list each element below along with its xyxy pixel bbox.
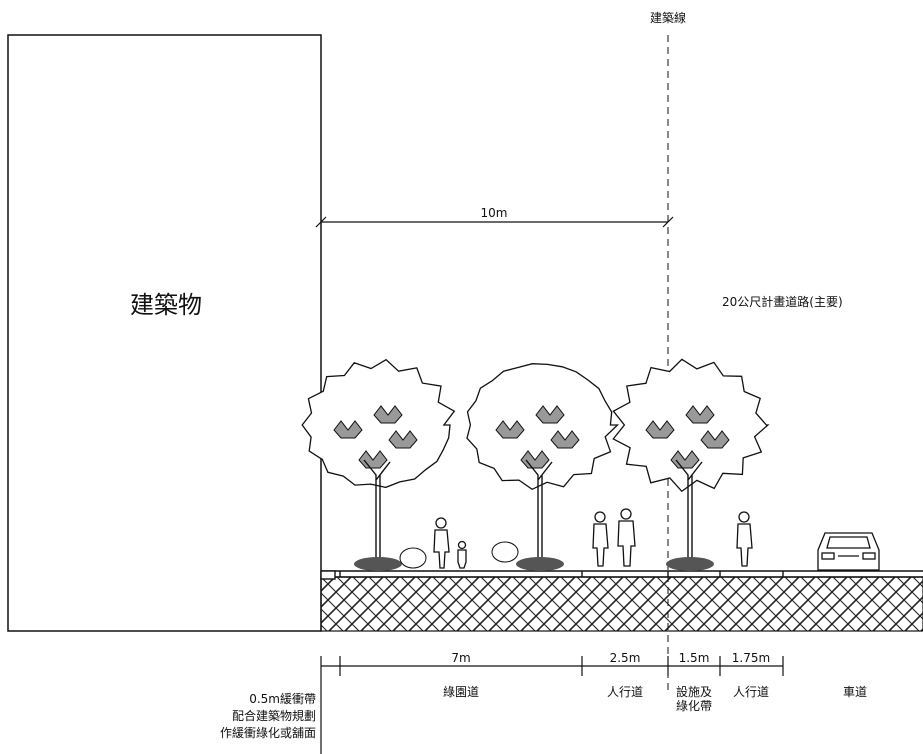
building-line-label: 建築線 <box>649 11 687 25</box>
segment-width-2: 2.5m <box>609 651 641 665</box>
segment-name-sidewalk-1: 人行道 <box>606 685 644 699</box>
tree-2 <box>466 363 620 571</box>
road-label: 20公尺計畫道路(主要) <box>722 295 843 309</box>
building <box>7 34 322 632</box>
segment-width-1: 7m <box>451 651 471 665</box>
segment-name-facility-green-strip: 設施及 綠化帶 <box>675 685 713 713</box>
buffer-note: 0.5m緩衝帶 配合建築物規劃 作緩衝綠化或舖面 <box>220 691 316 742</box>
segment-name-green-boulevard: 綠園道 <box>442 685 480 699</box>
buffer-note-line-1: 0.5m緩衝帶 <box>249 692 316 706</box>
person-walking-3 <box>736 511 753 567</box>
person-adult-with-child <box>433 517 467 569</box>
bush-2 <box>491 541 519 563</box>
figures <box>433 508 880 571</box>
car <box>817 532 880 571</box>
segment-width-4: 1.75m <box>731 651 771 665</box>
bush-1 <box>399 547 427 569</box>
building-label: 建築物 <box>130 291 202 319</box>
tree-3 <box>612 358 770 571</box>
segment-name-roadway: 車道 <box>842 685 868 699</box>
trees <box>301 358 770 571</box>
segment-dimension-line <box>320 656 784 754</box>
setback-dimension-line <box>315 216 674 228</box>
buffer-note-line-3: 作緩衝綠化或舖面 <box>219 726 316 740</box>
buffer-note-line-2: 配合建築物規劃 <box>231 709 316 723</box>
segment-width-3: 1.5m <box>678 651 710 665</box>
ground-paving <box>320 576 923 632</box>
person-walking-2 <box>617 508 636 567</box>
segment-name-sidewalk-2: 人行道 <box>732 685 770 699</box>
person-walking-1 <box>592 511 609 567</box>
ground-surface <box>320 570 923 580</box>
setback-dimension-label: 10m <box>480 206 508 220</box>
tree-1 <box>301 358 456 571</box>
